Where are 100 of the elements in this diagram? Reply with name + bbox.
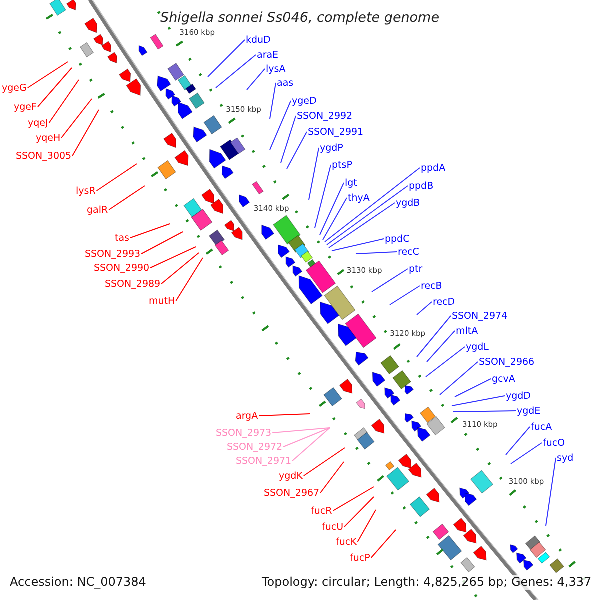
genome-summary: Topology: circular; Length: 4,825,265 bp; Genes: 4,337	[262, 574, 592, 590]
gene-label: SSON_2992	[297, 110, 353, 122]
leader-line	[426, 330, 456, 362]
gene-label: SSON_2990	[94, 262, 150, 274]
leader-line	[426, 346, 466, 378]
leader-line	[320, 462, 344, 494]
leader-line	[328, 202, 396, 248]
gene-label: fucA	[531, 422, 552, 432]
leader-line	[48, 80, 80, 124]
leader-line	[510, 442, 542, 464]
leader-line	[38, 68, 72, 108]
leader-line	[454, 378, 492, 398]
leader-line	[356, 252, 398, 254]
gene-label: thyA	[348, 192, 370, 204]
leader-line	[416, 316, 452, 358]
gene-label: ygeD	[292, 96, 317, 106]
leader-line	[357, 510, 376, 542]
gene-label: SSON_2973	[216, 428, 272, 438]
leader-line	[344, 496, 374, 528]
leader-line	[72, 110, 100, 156]
gene-label: recC	[398, 246, 420, 258]
leader-line	[96, 164, 138, 192]
leader-line	[416, 302, 432, 316]
leader-line	[286, 132, 308, 170]
gene-label: SSON_2991	[308, 126, 364, 138]
leader-line	[546, 458, 556, 526]
leader-line	[326, 186, 408, 246]
leader-line	[258, 414, 310, 416]
leader-line	[322, 198, 348, 240]
gene-label: syd	[557, 452, 574, 464]
gene-label: ygdD	[506, 390, 531, 402]
leader-line	[303, 448, 346, 476]
gene-label: mltA	[456, 326, 478, 336]
gene-label: fucO	[543, 438, 566, 448]
leader-line	[61, 98, 92, 138]
gene-label: ygdP	[320, 142, 344, 154]
gene-label: gcvA	[492, 374, 516, 384]
gene-label: recB	[421, 280, 442, 292]
leader-line	[270, 100, 292, 150]
leader-line	[216, 54, 256, 88]
leader-line	[161, 252, 200, 284]
gene-label: fucK	[336, 536, 357, 548]
leader-line	[452, 396, 506, 406]
leader-line	[390, 286, 420, 306]
leader-line	[370, 530, 396, 558]
leader-line	[246, 68, 266, 90]
gene-label: ppdB	[409, 180, 434, 192]
gene-label: yqeJ	[28, 118, 48, 128]
leader-line	[314, 164, 332, 228]
gene-label: ppdA	[421, 162, 446, 174]
leader-line	[283, 428, 330, 448]
leader-line	[292, 428, 330, 462]
leader-line	[272, 428, 330, 434]
gene-label: ygeG	[2, 82, 27, 94]
gene-label: yqeH	[36, 132, 61, 144]
gene-label: aas	[277, 78, 294, 88]
accession-note: Accession: NC_007384	[10, 574, 146, 590]
leader-line	[108, 186, 146, 210]
gene-label: argA	[236, 410, 258, 422]
leader-line	[320, 182, 344, 236]
leader-line	[324, 168, 420, 242]
gene-label: mutH	[149, 296, 176, 306]
gene-label: lysA	[266, 64, 286, 74]
leader-line	[270, 82, 276, 120]
leader-line	[208, 40, 246, 78]
gene-label: SSON_2966	[479, 356, 535, 368]
gene-label: ptsP	[332, 160, 352, 170]
gene-label: SSON_2971	[236, 456, 292, 466]
gene-label: ygdB	[396, 198, 420, 208]
gene-label: SSON_2989	[105, 278, 161, 290]
gene-label: araE	[257, 50, 279, 60]
gene-label: SSON_2967	[264, 488, 320, 498]
gene-label: recD	[433, 296, 456, 308]
leader-line	[176, 258, 204, 302]
gene-label: ygdE	[517, 406, 541, 416]
gene-label: fucP	[350, 552, 370, 564]
gene-label: SSON_2974	[452, 310, 508, 322]
gene-label: ygdL	[466, 342, 489, 352]
map-title: Shigella sonnei Ss046, complete genome	[160, 10, 440, 26]
gene-label: fucR	[311, 506, 332, 516]
leader-line	[440, 362, 478, 396]
leader-line	[372, 268, 408, 292]
gene-label: SSON_2972	[227, 442, 283, 452]
gene-label: ygdK	[279, 470, 303, 482]
gene-label: tas	[115, 232, 130, 244]
leader-line	[27, 62, 68, 88]
leader-line	[452, 410, 516, 412]
leader-line	[130, 224, 170, 238]
leader-line	[141, 232, 184, 254]
leader-line	[308, 148, 320, 200]
leader-line	[150, 246, 196, 268]
gene-label: lysR	[76, 186, 96, 196]
gene-label: galR	[87, 204, 108, 216]
leader-line	[332, 238, 384, 252]
gene-label: kduD	[246, 34, 271, 46]
leader-line	[506, 426, 530, 456]
leader-line	[280, 116, 296, 164]
gene-label: fucU	[322, 522, 344, 532]
gene-label: lgt	[345, 178, 358, 188]
gene-label: SSON_3005	[16, 150, 72, 162]
